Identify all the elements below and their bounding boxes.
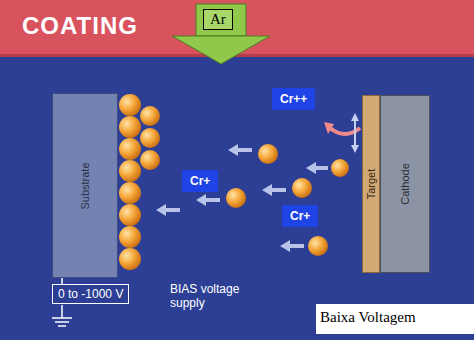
node-text: Substrate — [79, 162, 91, 209]
node-text: Ar — [210, 11, 226, 28]
target-plate: Target — [362, 95, 380, 273]
substrate-plate: Substrate — [52, 93, 118, 278]
note-label: Baixa Voltagem — [320, 309, 416, 326]
cathode-block: Cathode — [380, 95, 430, 273]
ion-label-box: Cr+ — [182, 170, 218, 192]
supply-label: BIAS voltage supply — [170, 282, 250, 311]
node-text: 0 to -1000 V — [58, 287, 123, 301]
node-text: Cr+ — [290, 209, 310, 223]
node-text: Target — [365, 169, 377, 200]
ion-label-box: Cr+ — [282, 205, 318, 227]
node-text: Cr++ — [280, 92, 307, 106]
voltage-box: 0 to -1000 V — [52, 284, 129, 304]
node-text: Cr+ — [190, 174, 210, 188]
gas-label-box: Ar — [203, 9, 233, 30]
title: COATING — [22, 12, 138, 40]
ion-label-box: Cr++ — [272, 88, 315, 110]
node-text: Cathode — [399, 163, 411, 205]
